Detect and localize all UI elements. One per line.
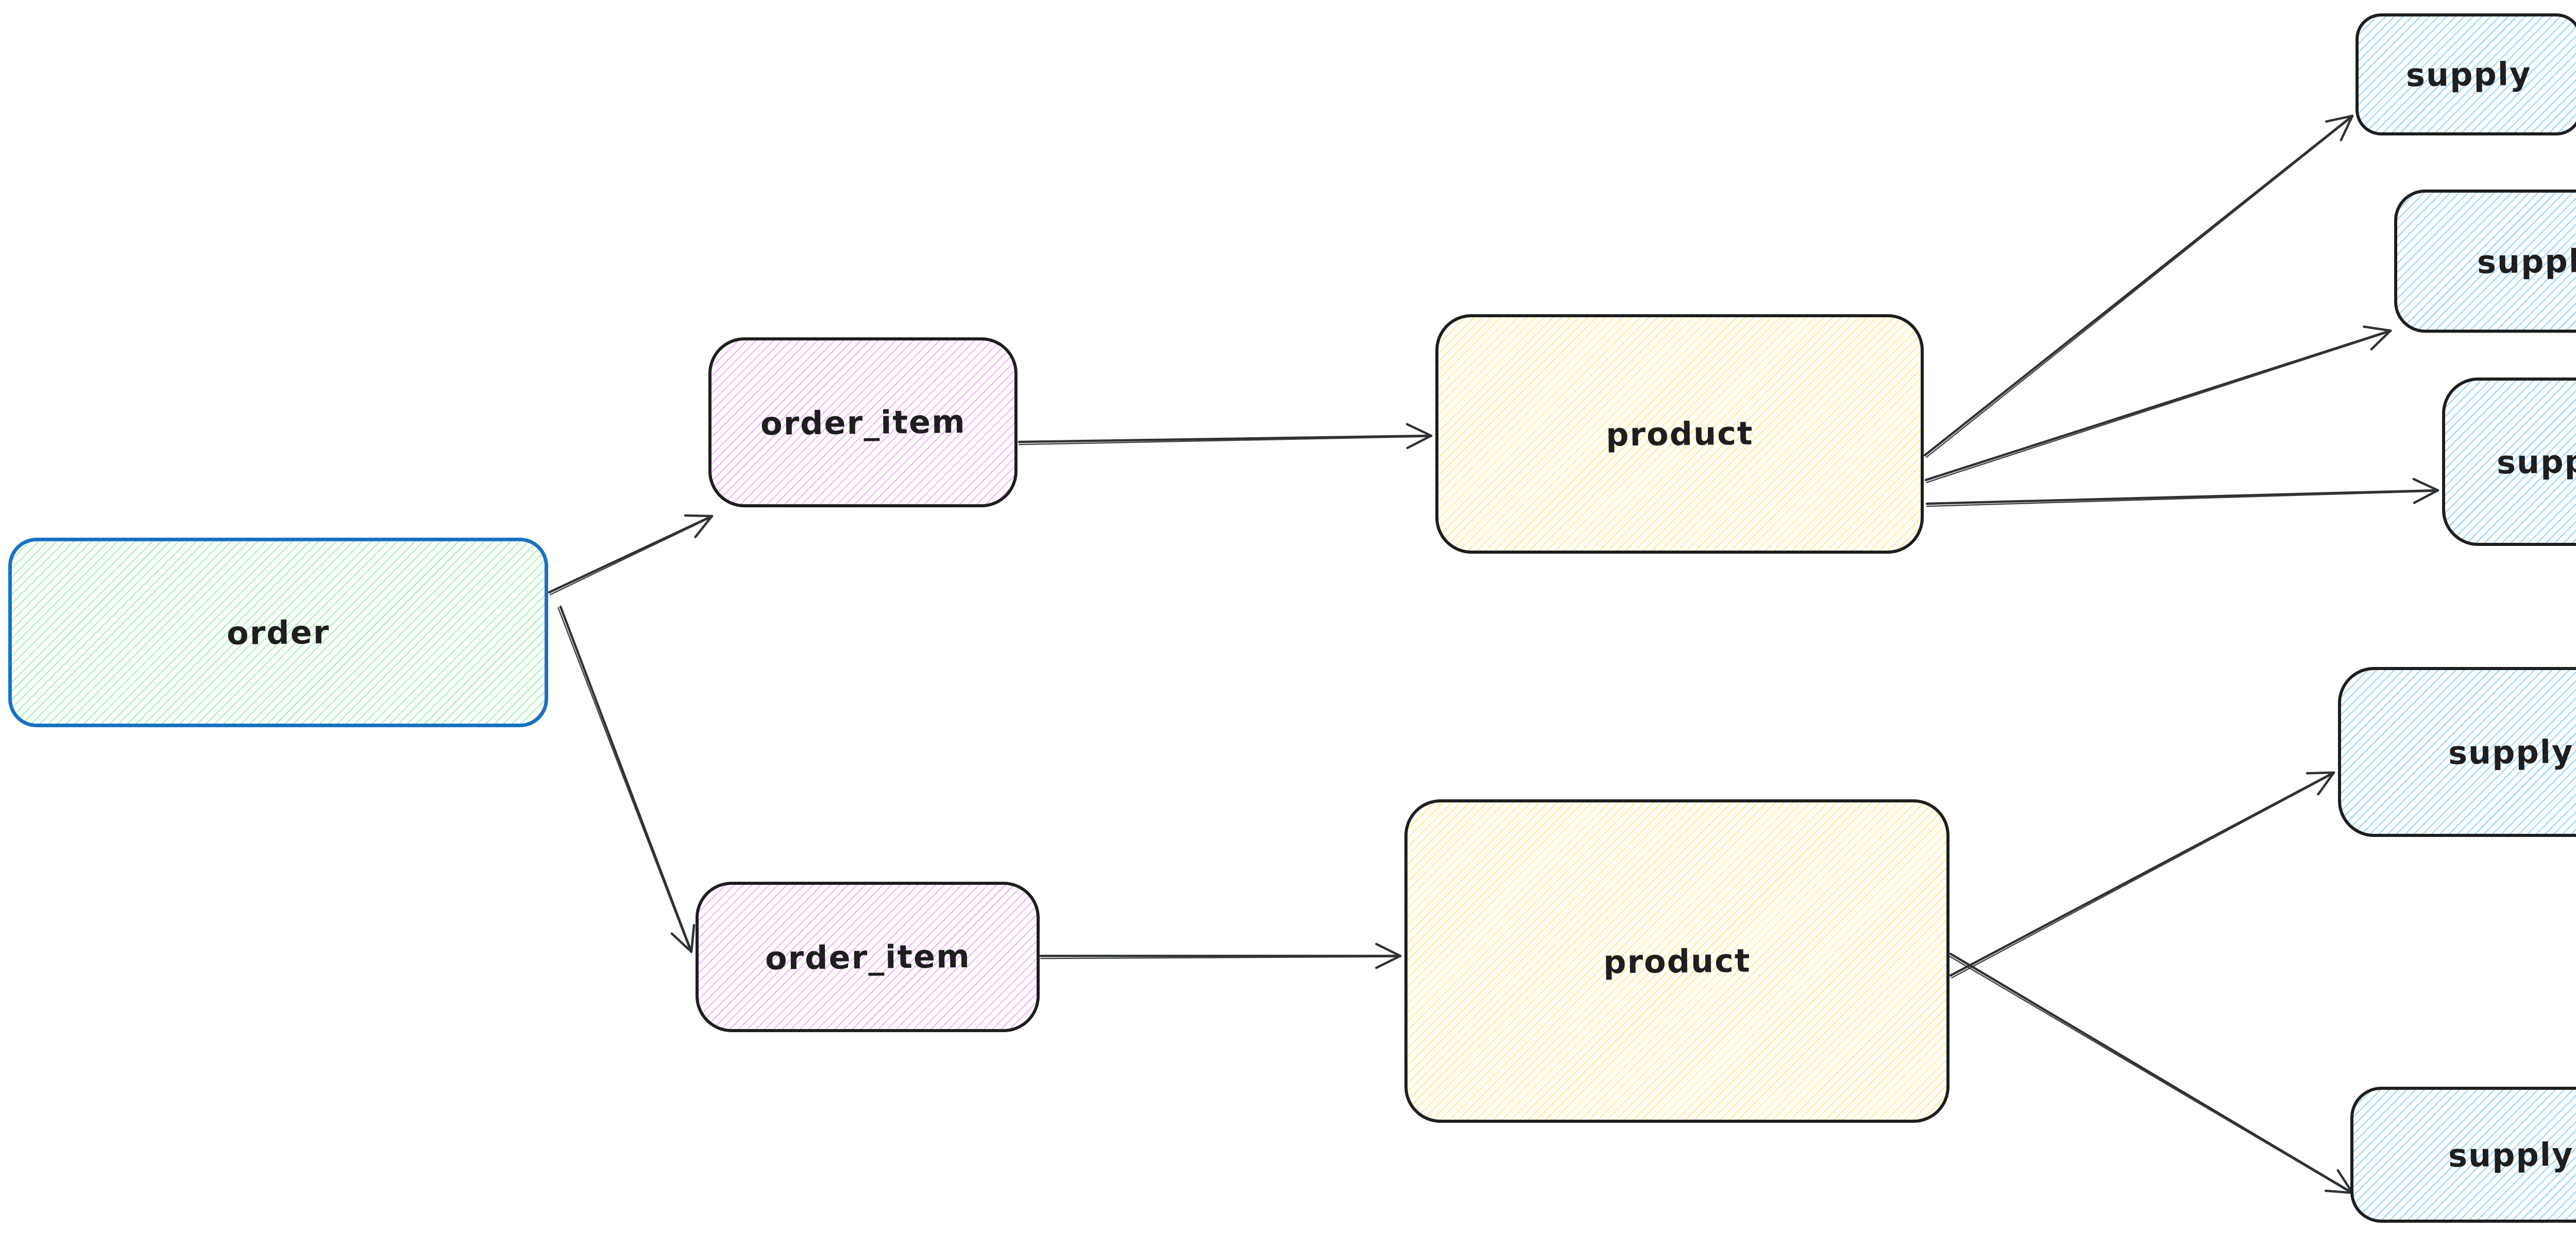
node-order-item-2[interactable]: order_item bbox=[696, 882, 1040, 1032]
node-label: order_item bbox=[765, 937, 971, 977]
node-supply-4[interactable]: supply bbox=[2338, 667, 2576, 837]
node-label: supply bbox=[2448, 1135, 2574, 1174]
edge-order-to-order-item-2[interactable] bbox=[557, 605, 696, 953]
node-product-1[interactable]: product bbox=[1435, 314, 1924, 554]
edge-order-item-2-to-product-2[interactable] bbox=[1039, 943, 1402, 969]
node-supply-2[interactable]: supply bbox=[2394, 190, 2576, 333]
node-label: supply bbox=[2405, 55, 2532, 94]
node-label: product bbox=[1605, 414, 1754, 454]
edge-product-2-to-supply-5[interactable] bbox=[1948, 952, 2354, 1194]
edge-product-1-to-supply-3[interactable] bbox=[1925, 477, 2439, 507]
node-label: supply bbox=[2477, 242, 2576, 281]
edge-product-1-to-supply-1[interactable] bbox=[1923, 114, 2354, 458]
node-label: product bbox=[1603, 941, 1751, 981]
node-order[interactable]: order bbox=[8, 538, 548, 727]
edge-product-2-to-supply-4[interactable] bbox=[1949, 771, 2335, 979]
node-label: supply bbox=[2496, 442, 2576, 482]
edge-order-to-order-item-1[interactable] bbox=[548, 514, 714, 595]
edge-order-item-1-to-product-1[interactable] bbox=[1018, 423, 1433, 450]
node-supply-5[interactable]: supply bbox=[2350, 1087, 2576, 1223]
node-label: order bbox=[226, 613, 330, 652]
edge-product-1-to-supply-2[interactable] bbox=[1924, 326, 2392, 484]
node-supply-3[interactable]: supply bbox=[2442, 378, 2576, 546]
node-product-2[interactable]: product bbox=[1404, 799, 1950, 1123]
node-label: supply bbox=[2448, 732, 2574, 772]
node-supply-1[interactable]: supply bbox=[2355, 13, 2576, 135]
node-label: order_item bbox=[760, 402, 966, 442]
node-order-item-1[interactable]: order_item bbox=[708, 337, 1018, 507]
